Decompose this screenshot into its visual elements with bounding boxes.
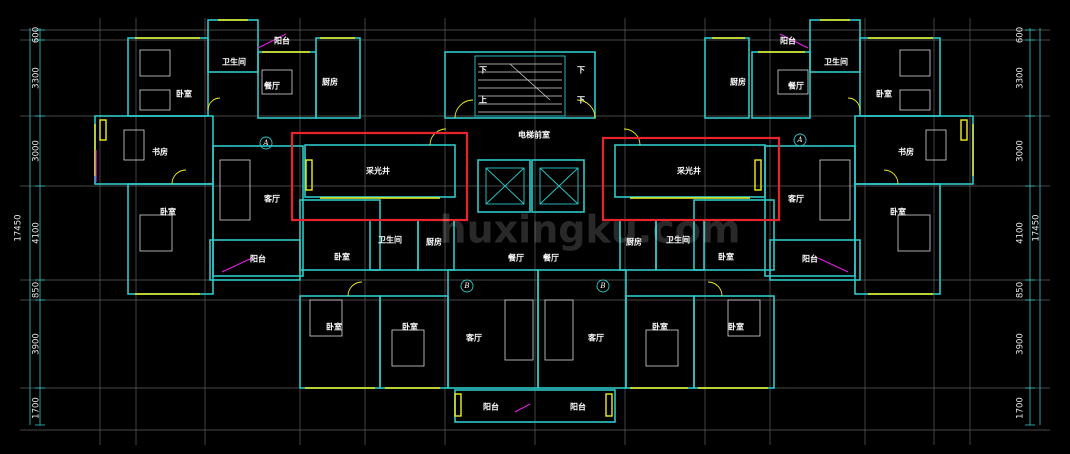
label-bed-mr: 卧室 [890,207,906,217]
label-kitchen-cl: 厨房 [426,237,442,247]
label-dining-tl: 餐厅 [263,81,280,91]
label-balcony-top-l: 阳台 [274,36,290,46]
label-balcony-mr: 阳台 [802,254,818,264]
axis-a-left: A [262,139,268,147]
axis-a-right: A [796,136,802,144]
openings [95,33,849,413]
dim-right-2: 3000 [1016,140,1026,162]
dim-total-right: 17450 [1032,214,1042,241]
label-balcony-top-r: 阳台 [780,36,796,46]
label-stair-down-r: 下 [577,66,585,75]
axis-markers: A A B B [259,133,807,293]
dim-left-3: 4100 [32,222,42,244]
furniture [123,49,947,367]
grid-lines [20,18,1050,445]
label-living-r: 客厅 [787,194,804,204]
label-bed-tr: 卧室 [876,89,892,99]
label-living-bl: 客厅 [465,333,482,343]
dim-total-left: 17450 [14,214,24,241]
dim-right-3: 4100 [1016,222,1026,244]
label-dining-tr: 餐厅 [787,81,804,91]
room-labels: 阳台 卫生间 厨房 餐厅 卧室 书房 客厅 卧室 阳台 采光井 电梯前室 下 下… [152,36,914,412]
dim-right-5: 3900 [1016,333,1026,355]
label-dining-cr: 餐厅 [542,253,559,263]
dim-left-2: 3000 [32,140,42,162]
label-stair-down-b: 下 [577,96,585,105]
label-lobby: 电梯前室 [518,130,550,140]
label-balcony-br: 阳台 [570,402,586,412]
dim-left-6: 1700 [32,397,42,419]
label-bed-c2: 卧室 [718,252,734,262]
label-bed-tl: 卧室 [176,89,192,99]
dim-right-0: 600 [1016,27,1026,43]
dim-left-1: 3300 [32,67,42,89]
dimensions-left: 600 3300 3000 4100 850 3900 1700 17450 [14,27,42,419]
label-stair-up-l: 上 [479,95,487,105]
label-bed-b4: 卧室 [728,322,744,332]
label-kitchen-tr: 厨房 [730,77,746,87]
label-wc-tl: 卫生间 [222,57,246,67]
dimensions-right: 600 3300 3000 4100 850 3900 1700 17450 [1016,27,1042,419]
label-balcony-bl: 阳台 [483,402,499,412]
axis-b-right: B [599,282,605,290]
label-study-r: 书房 [898,147,914,157]
dimension-lines [29,28,1041,426]
label-wc-cr: 卫生间 [666,235,690,245]
label-living-br: 客厅 [587,333,604,343]
highlight-box-left [290,131,469,222]
label-wc-cl: 卫生间 [378,235,402,245]
label-dining-cl: 餐厅 [507,253,524,263]
dim-left-0: 600 [32,27,42,43]
axis-b-left: B [463,282,469,290]
label-bed-c1: 卧室 [334,252,350,262]
label-kitchen-tl: 厨房 [322,77,338,87]
label-stair-down-l: 下 [479,66,487,75]
dim-left-4: 850 [32,282,42,298]
label-balcony-ml: 阳台 [250,254,266,264]
label-study-l: 书房 [152,147,168,157]
label-bed-b2: 卧室 [402,322,418,332]
dim-right-4: 850 [1016,282,1026,298]
windows [94,19,974,417]
label-shaft-r: 采光井 [676,166,701,176]
stair-lines [478,63,562,113]
label-shaft-l: 采光井 [365,166,390,176]
label-bed-ml: 卧室 [160,207,176,217]
label-bed-b3: 卧室 [652,322,668,332]
highlight-box-right [601,136,781,222]
label-living-l: 客厅 [263,194,280,204]
dim-right-1: 3300 [1016,67,1026,89]
label-kitchen-cr: 厨房 [626,237,642,247]
watermark: huxingku.com [440,208,741,252]
label-bed-b1: 卧室 [326,322,342,332]
dim-right-6: 1700 [1016,397,1026,419]
dim-left-5: 3900 [32,333,42,355]
label-wc-tr: 卫生间 [824,57,848,67]
